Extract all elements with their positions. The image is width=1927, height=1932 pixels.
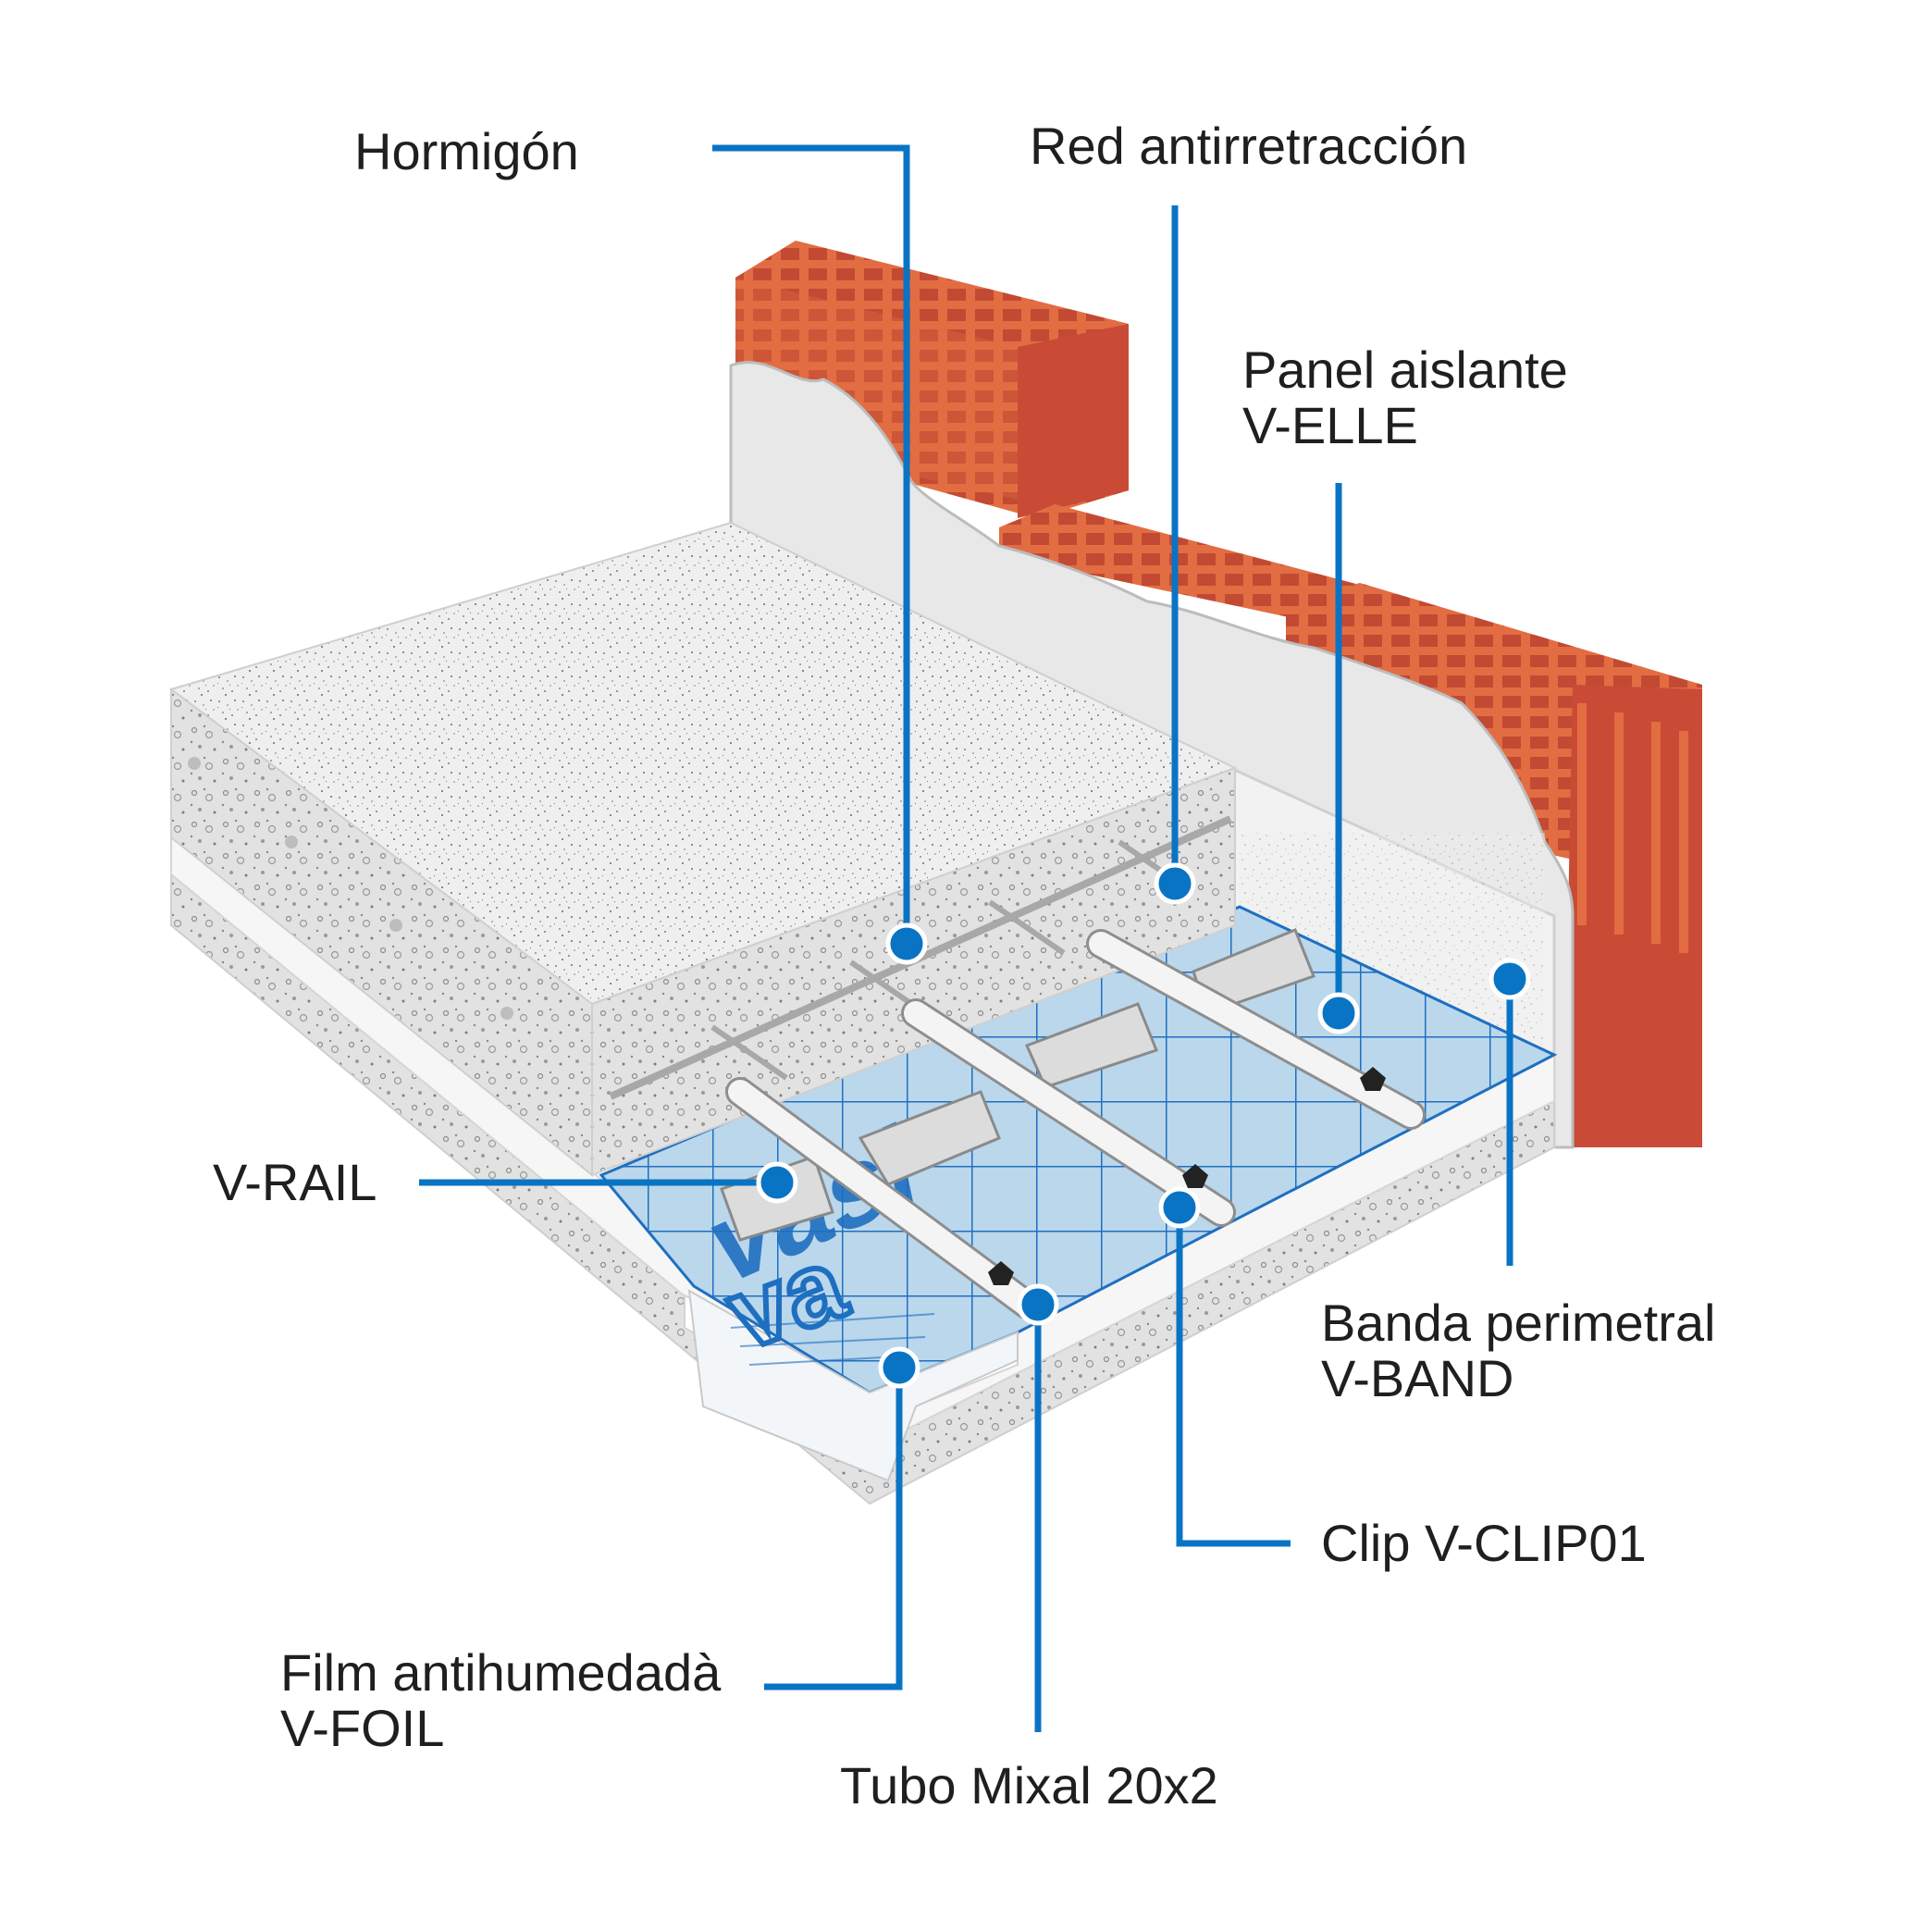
leader-lines xyxy=(419,144,1513,1732)
label-film-line2: V-FOIL xyxy=(280,1699,445,1757)
label-tubo-mixal: Tubo Mixal 20x2 xyxy=(840,1758,1218,1814)
label-panel-line1: Panel aislante xyxy=(1242,341,1568,399)
leader-hormigon xyxy=(712,144,910,944)
label-clip-text: Clip V-CLIP01 xyxy=(1321,1514,1647,1572)
label-red-text: Red antirretracción xyxy=(1030,117,1468,175)
label-clip: Clip V-CLIP01 xyxy=(1321,1516,1647,1571)
callout-dots xyxy=(756,862,1531,1389)
heating-pipes xyxy=(725,929,1426,1319)
dot-banda xyxy=(1488,958,1531,1000)
label-banda-perimetral: Banda perimetral V-BAND xyxy=(1321,1295,1715,1406)
vclip-clips xyxy=(988,1067,1386,1285)
dot-clip xyxy=(1158,1186,1201,1229)
label-hormigon-text: Hormigón xyxy=(354,122,579,180)
dot-panel xyxy=(1317,992,1360,1034)
vrail-clips xyxy=(720,928,1316,1242)
dot-red xyxy=(1154,862,1196,905)
dot-tubo xyxy=(1017,1283,1059,1326)
dot-vrail xyxy=(756,1161,798,1204)
leader-film xyxy=(764,1369,903,1690)
label-vrail-text: V-RAIL xyxy=(213,1153,377,1211)
label-panel-line2: V-ELLE xyxy=(1242,396,1418,454)
label-film-line1: Film antihumedadà xyxy=(280,1643,722,1702)
label-tubo-text: Tubo Mixal 20x2 xyxy=(840,1756,1218,1814)
label-banda-line1: Banda perimetral xyxy=(1321,1294,1716,1352)
label-vrail: V-RAIL xyxy=(213,1155,377,1210)
label-red-antirretraccion: Red antirretracción xyxy=(1030,118,1467,174)
label-panel-aislante: Panel aislante V-ELLE xyxy=(1242,342,1568,453)
dot-film xyxy=(878,1346,920,1389)
concrete-screed xyxy=(168,521,1238,1178)
label-film-antihumedad: Film antihumedadà V-FOIL xyxy=(280,1645,721,1756)
dot-hormigon xyxy=(885,923,928,965)
label-banda-line2: V-BAND xyxy=(1321,1349,1514,1407)
leader-clip xyxy=(1176,1208,1291,1547)
label-hormigon: Hormigón xyxy=(354,124,579,180)
